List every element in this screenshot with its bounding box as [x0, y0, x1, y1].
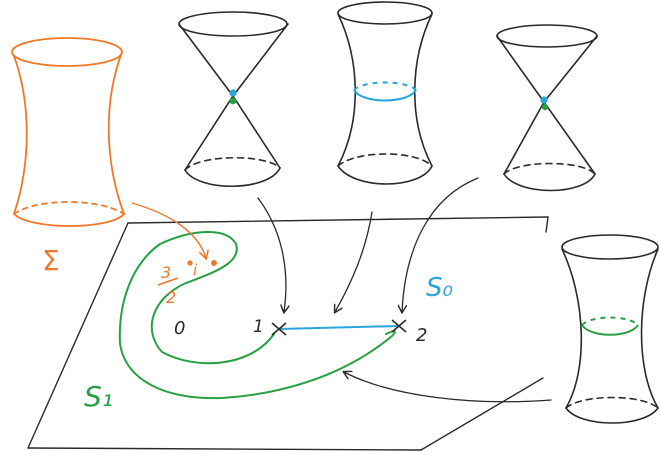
hyperboloid-blue-waist [337, 1, 433, 185]
cone2-blue-dot [540, 96, 548, 104]
label-frac-den: 2 [166, 288, 176, 307]
arrow-hyperboloid-to-segment [335, 211, 373, 312]
label-frac-num: 3 [161, 263, 171, 282]
green-waist-circle [581, 316, 639, 336]
plane-top-edge [127, 216, 549, 224]
blue-segment [278, 325, 400, 330]
label-half-i: i [193, 261, 198, 279]
label-s-zero: S₀ [426, 273, 454, 303]
plane-left-edge [27, 222, 129, 449]
cone1-green-dot [229, 97, 237, 105]
plane-bottom-edge [27, 447, 422, 451]
hyperboloid-green-waist [561, 234, 659, 424]
orange-arrow [131, 202, 206, 258]
plane-right-edge [420, 216, 549, 451]
orange-hyperboloid-sigma [11, 37, 125, 227]
label-sigma: Σ [42, 244, 60, 277]
blue-waist-circle [353, 81, 417, 102]
cone2-green-dot [541, 103, 549, 111]
parameter-plane [27, 216, 549, 451]
cross-point-two [391, 319, 407, 333]
orange-fraction-marks: 3 2 i [157, 260, 217, 307]
label-s-one: S₁ [84, 380, 113, 413]
arrow-green-hyperboloid-to-s1 [344, 372, 552, 403]
cross-point-one [271, 322, 287, 336]
cone1-blue-dot [229, 89, 237, 97]
green-curve-s1 [118, 231, 396, 400]
label-origin: 0 [174, 318, 185, 339]
arrow-cone2-to-point-two [402, 177, 479, 312]
arrow-cone1-to-point-one [257, 197, 286, 312]
black-arrows [257, 177, 552, 403]
orange-point-right [211, 260, 217, 266]
label-point-two: 2 [416, 325, 427, 346]
orange-point-upper [187, 260, 193, 266]
label-point-one: 1 [253, 317, 264, 337]
